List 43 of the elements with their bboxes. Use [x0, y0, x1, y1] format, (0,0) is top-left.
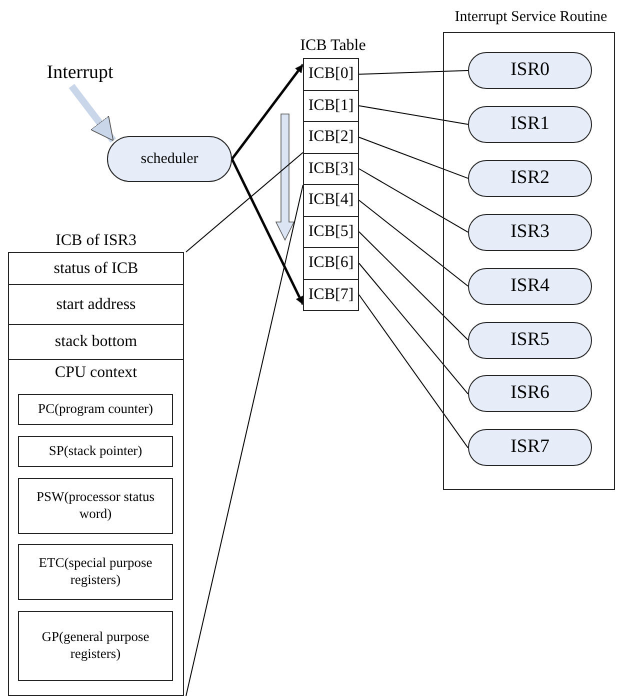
event-label: Interrupt	[38, 60, 122, 86]
table-cell: ICB[5]	[303, 216, 359, 248]
connector-line	[186, 152, 304, 252]
arrow	[230, 158, 304, 306]
connector-line	[358, 200, 468, 287]
group-title: ICB of ISR3	[54, 231, 138, 251]
connector-line	[358, 70, 468, 75]
table-cell: ICB[1]	[303, 90, 359, 122]
table-cell: ICB[7]	[303, 278, 359, 311]
arrow	[231, 64, 304, 160]
table-cell: ICB[0]	[303, 58, 359, 90]
table-cell: ICB[4]	[303, 184, 359, 216]
register-box: SP(stack pointer)	[18, 436, 173, 467]
connector-line	[358, 168, 468, 233]
record-field: stack bottom	[8, 324, 184, 360]
record-field	[8, 359, 184, 696]
table-cell: ICB[6]	[303, 247, 359, 280]
register-box: PSW(processor status word)	[18, 478, 173, 534]
routine-pill: ISR5	[468, 322, 592, 358]
routine-pill: ISR0	[468, 52, 592, 89]
routine-pill: ISR7	[468, 429, 592, 466]
arrow	[68, 84, 116, 143]
routine-pill: ISR1	[468, 106, 592, 143]
table-cell: ICB[2]	[303, 121, 359, 154]
routine-pill: ISR3	[468, 214, 592, 251]
connector-line	[358, 262, 468, 394]
register-box: GP(general purpose registers)	[18, 611, 173, 681]
connector-line	[358, 136, 468, 179]
routine-pill: ISR6	[468, 375, 592, 412]
routine-pill: scheduler	[107, 136, 232, 182]
connector-line	[358, 294, 468, 448]
routine-pill: ISR2	[468, 160, 592, 197]
connector-line	[358, 105, 468, 125]
routine-pill: ISR4	[468, 268, 592, 305]
register-box: PC(program counter)	[18, 394, 173, 425]
group-title: ICB Table	[299, 36, 367, 56]
record-field: start address	[8, 284, 184, 325]
table-cell: ICB[3]	[303, 152, 359, 185]
connector-line	[358, 231, 468, 340]
register-box: ETC(special purpose registers)	[18, 544, 173, 600]
record-field: status of ICB	[8, 252, 184, 285]
group-title: Interrupt Service Routine	[454, 8, 608, 26]
section-heading: CPU context	[54, 364, 138, 382]
